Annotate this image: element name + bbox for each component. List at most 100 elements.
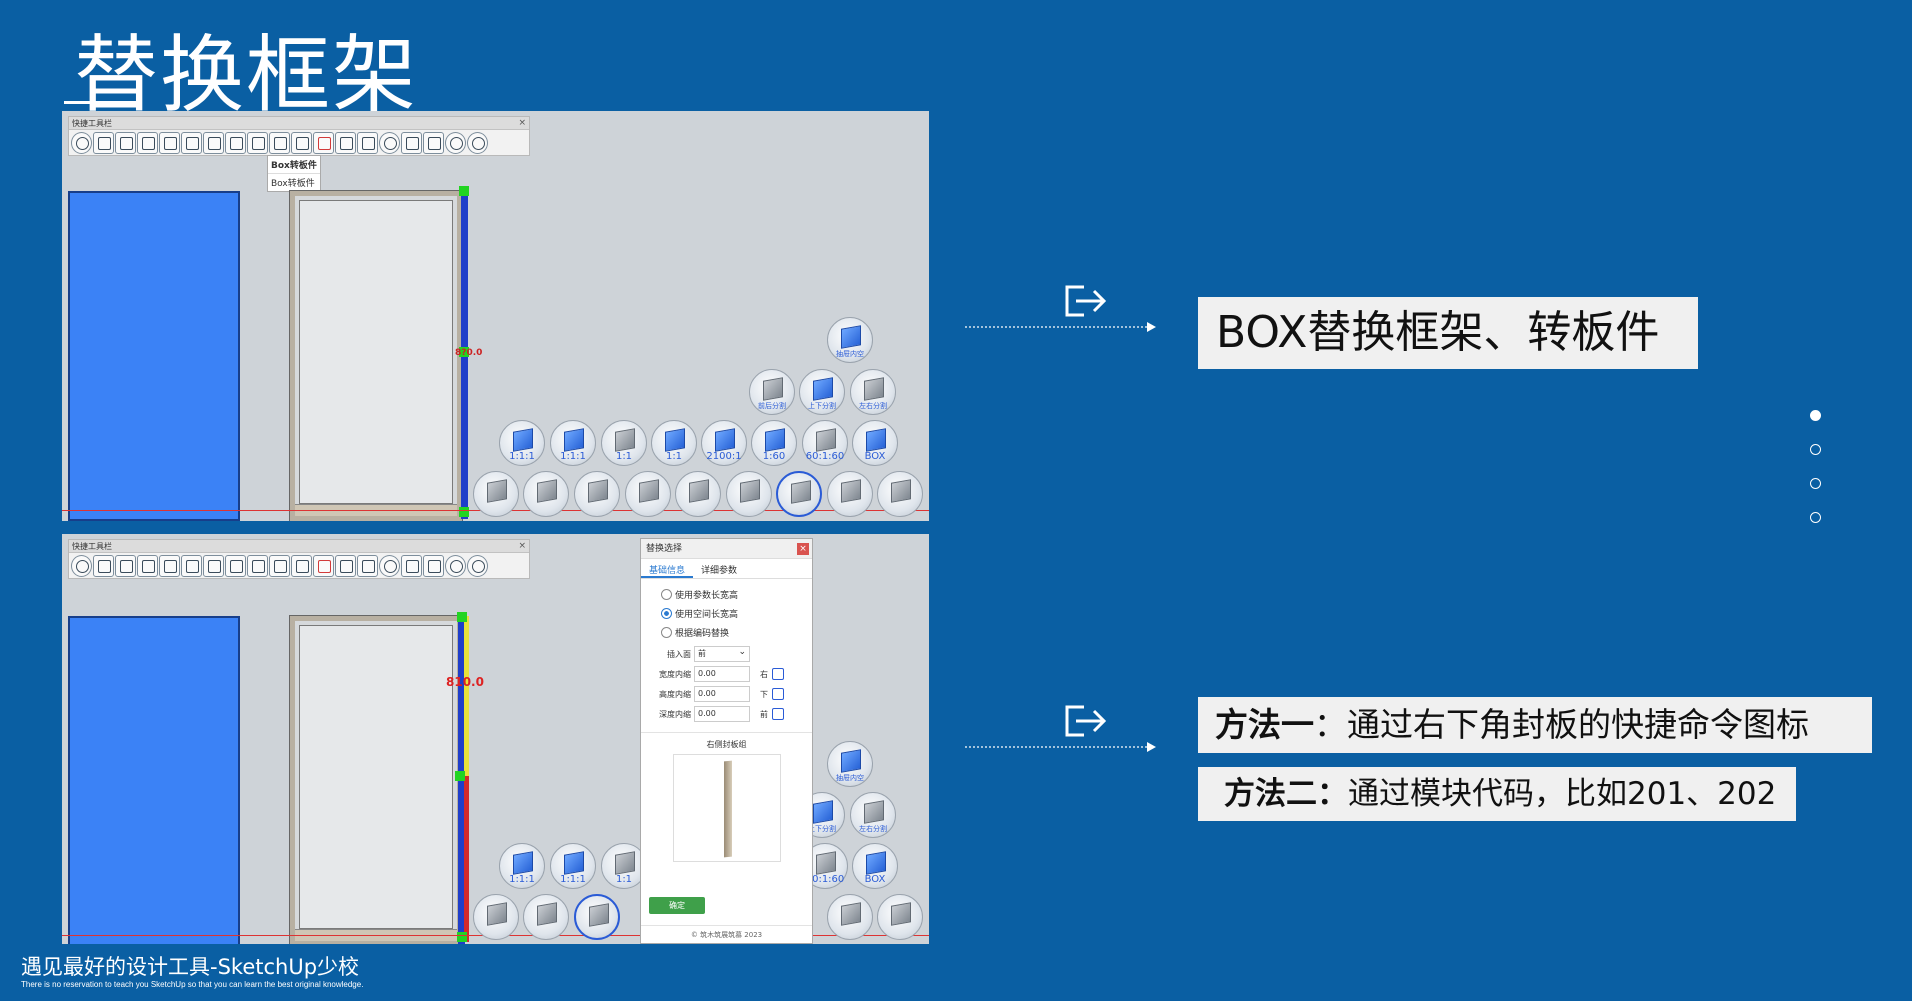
- door-panel-icon[interactable]: [159, 555, 180, 577]
- split-left-right-button[interactable]: 左右分割: [850, 369, 896, 415]
- document-list-icon[interactable]: [423, 555, 444, 577]
- ratio-button-4[interactable]: 1:1: [651, 420, 697, 466]
- pager-dot-3[interactable]: [1810, 478, 1821, 489]
- drawer-inner-button-2[interactable]: 抽屉内空: [827, 741, 873, 787]
- ok-button[interactable]: 确定: [649, 897, 705, 914]
- new-badge-icon[interactable]: [445, 555, 466, 577]
- grip-top-2[interactable]: [457, 612, 467, 622]
- drawer-inner-button[interactable]: 抽屉内空: [827, 317, 873, 363]
- new-badge-icon[interactable]: [445, 132, 466, 154]
- right-checkbox[interactable]: [772, 668, 784, 680]
- height-inset-input[interactable]: 0.00: [694, 686, 750, 702]
- radio-space-size[interactable]: 使用空间长宽高: [641, 604, 812, 623]
- radio-code-replace[interactable]: 根据编码替换: [641, 623, 812, 642]
- ratio-button-2-2[interactable]: 1:1:1: [550, 843, 596, 889]
- cabinet-frame[interactable]: [289, 190, 463, 521]
- board-button-4[interactable]: [625, 471, 671, 517]
- width-inset-input[interactable]: 0.00: [694, 666, 750, 682]
- red-hammer-icon[interactable]: [313, 555, 334, 577]
- board-array-icon[interactable]: [269, 555, 290, 577]
- insert-face-select[interactable]: 前: [694, 645, 750, 662]
- board-button-7-selected[interactable]: [776, 471, 822, 517]
- board-button-8[interactable]: [827, 471, 873, 517]
- hammer-icon[interactable]: [291, 132, 312, 154]
- ratio-button-7[interactable]: 60:1:60: [802, 420, 848, 466]
- layout-grid-icon[interactable]: [357, 132, 378, 154]
- pager-dot-1[interactable]: [1810, 410, 1821, 421]
- ratio-button-3-2[interactable]: 1:1: [601, 843, 647, 889]
- eye-icon[interactable]: [379, 555, 400, 577]
- radio-param-size[interactable]: 使用参数长宽高: [641, 585, 812, 604]
- cube-stack-icon[interactable]: [137, 132, 158, 154]
- cube-stack-icon[interactable]: [137, 555, 158, 577]
- help-icon[interactable]: [467, 555, 488, 577]
- box-button-2[interactable]: BOX: [852, 843, 898, 889]
- door-panel-icon[interactable]: [159, 132, 180, 154]
- board-button-1-2[interactable]: [473, 894, 519, 940]
- grip-mid[interactable]: [459, 347, 469, 357]
- ratio-button-2[interactable]: 1:1:1: [550, 420, 596, 466]
- split-top-bottom-button[interactable]: 上下分割: [799, 369, 845, 415]
- document-list-icon[interactable]: [423, 132, 444, 154]
- folder-box-icon[interactable]: [93, 555, 114, 577]
- cabinet-frame-2[interactable]: [289, 615, 463, 944]
- split-front-back-button[interactable]: 前后分割: [749, 369, 795, 415]
- board-button-9[interactable]: [877, 471, 923, 517]
- board-button-2-2[interactable]: [523, 894, 569, 940]
- ratio-button-3[interactable]: 1:1: [601, 420, 647, 466]
- board-button-5[interactable]: [675, 471, 721, 517]
- board-array-icon[interactable]: [269, 132, 290, 154]
- board-button-3-selected[interactable]: [574, 894, 620, 940]
- grip-bottom[interactable]: [459, 507, 469, 517]
- cube-icon[interactable]: [115, 132, 136, 154]
- depth-inset-input[interactable]: 0.00: [694, 706, 750, 722]
- ratio-button-5[interactable]: 2100:1: [701, 420, 747, 466]
- ratio-button-1[interactable]: 1:1:1: [499, 420, 545, 466]
- split-left-right-button-2[interactable]: 左右分割: [850, 792, 896, 838]
- board-button-9-2[interactable]: [877, 894, 923, 940]
- pager-dot-2[interactable]: [1810, 444, 1821, 455]
- bottom-checkbox[interactable]: [772, 688, 784, 700]
- board-button-3[interactable]: [574, 471, 620, 517]
- grip-bottom-2[interactable]: [457, 932, 467, 942]
- select-square-icon[interactable]: [335, 555, 356, 577]
- red-hammer-icon[interactable]: [313, 132, 334, 154]
- toolbar-close-icon-2[interactable]: ×: [518, 541, 526, 551]
- box-to-board-icon[interactable]: [247, 132, 268, 154]
- settings-gear-icon[interactable]: [71, 555, 92, 577]
- export-panel-icon[interactable]: [203, 555, 224, 577]
- corner-panel-icon[interactable]: [225, 132, 246, 154]
- grip-mid-2[interactable]: [455, 771, 465, 781]
- toolbar-close-icon[interactable]: ×: [518, 118, 526, 128]
- board-button-2[interactable]: [523, 471, 569, 517]
- corner-panel-icon[interactable]: [225, 555, 246, 577]
- blue-door-panel[interactable]: [68, 191, 240, 521]
- box-button[interactable]: BOX: [852, 420, 898, 466]
- ratio-button-1-2[interactable]: 1:1:1: [499, 843, 545, 889]
- export-panel-icon[interactable]: [203, 132, 224, 154]
- ratio-button-6[interactable]: 1:60: [751, 420, 797, 466]
- tab-basic-info[interactable]: 基础信息: [641, 559, 694, 578]
- layout-grid-icon[interactable]: [357, 555, 378, 577]
- tab-detail-params[interactable]: 详细参数: [701, 566, 738, 576]
- copy-panel-icon[interactable]: [181, 132, 202, 154]
- help-icon[interactable]: [467, 132, 488, 154]
- grip-top[interactable]: [459, 186, 469, 196]
- board-button-6[interactable]: [726, 471, 772, 517]
- eye-icon[interactable]: [379, 132, 400, 154]
- board-button-1[interactable]: [473, 471, 519, 517]
- check-icon[interactable]: [401, 132, 422, 154]
- cube-icon[interactable]: [115, 555, 136, 577]
- blue-door-panel-2[interactable]: [68, 616, 240, 944]
- select-square-icon[interactable]: [335, 132, 356, 154]
- board-button-8-2[interactable]: [827, 894, 873, 940]
- folder-box-icon[interactable]: [93, 132, 114, 154]
- check-icon[interactable]: [401, 555, 422, 577]
- copy-panel-icon[interactable]: [181, 555, 202, 577]
- hammer-icon[interactable]: [291, 555, 312, 577]
- front-checkbox[interactable]: [772, 708, 784, 720]
- settings-gear-icon[interactable]: [71, 132, 92, 154]
- box-to-board-icon[interactable]: [247, 555, 268, 577]
- dialog-close-button[interactable]: ×: [797, 543, 809, 555]
- pager-dot-4[interactable]: [1810, 512, 1821, 523]
